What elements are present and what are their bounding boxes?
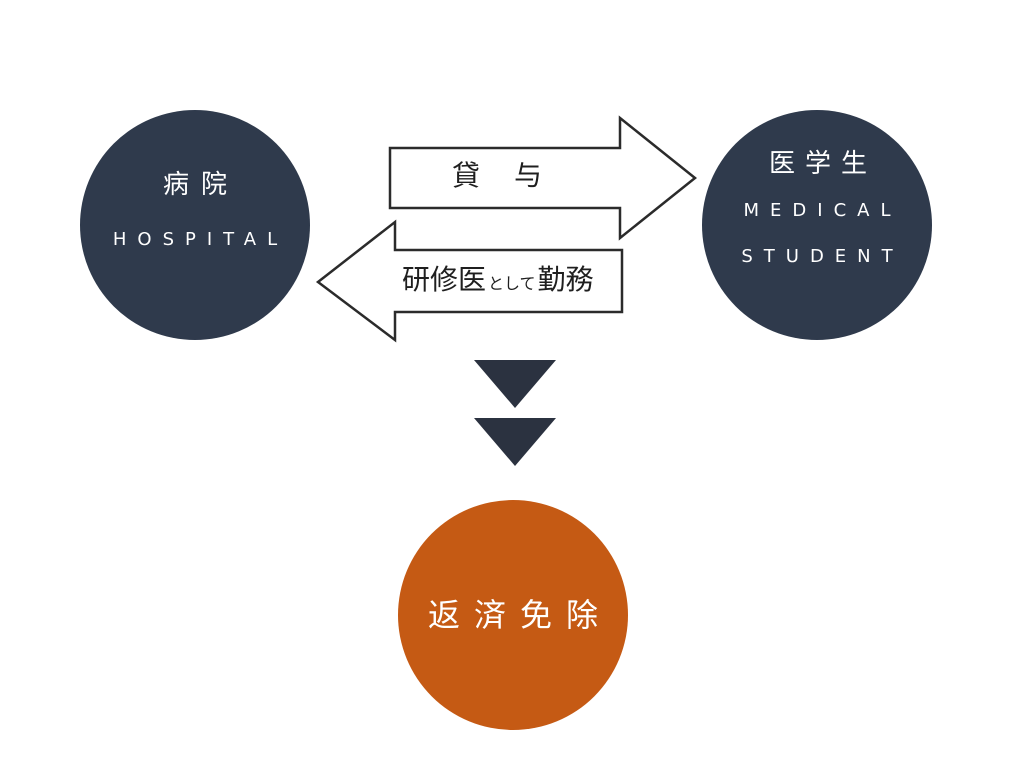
hospital-subtitle: HOSPITAL xyxy=(112,228,289,250)
result-title: 返済免除 xyxy=(427,596,612,634)
lend-arrow xyxy=(388,115,698,241)
work-label-part1: 研修医 xyxy=(402,263,487,296)
result-node: 返済免除 xyxy=(398,500,628,730)
work-arrow xyxy=(315,219,624,343)
work-label-part2: として xyxy=(488,274,536,293)
lend-arrow-label: 貸与 xyxy=(452,159,577,192)
hospital-node: 病院 HOSPITAL xyxy=(80,110,310,340)
down-arrow-lower xyxy=(474,418,556,466)
work-arrow-label: 研修医として勤務 xyxy=(402,266,594,294)
student-title: 医学生 xyxy=(768,148,877,179)
work-label-part3: 勤務 xyxy=(537,263,594,296)
down-arrow-upper xyxy=(474,360,556,408)
student-subtitle-line1: MEDICAL xyxy=(743,199,902,221)
student-node: 医学生 MEDICAL STUDENT xyxy=(702,110,932,340)
student-subtitle-line2: STUDENT xyxy=(741,246,904,267)
hospital-title: 病院 xyxy=(162,169,239,200)
